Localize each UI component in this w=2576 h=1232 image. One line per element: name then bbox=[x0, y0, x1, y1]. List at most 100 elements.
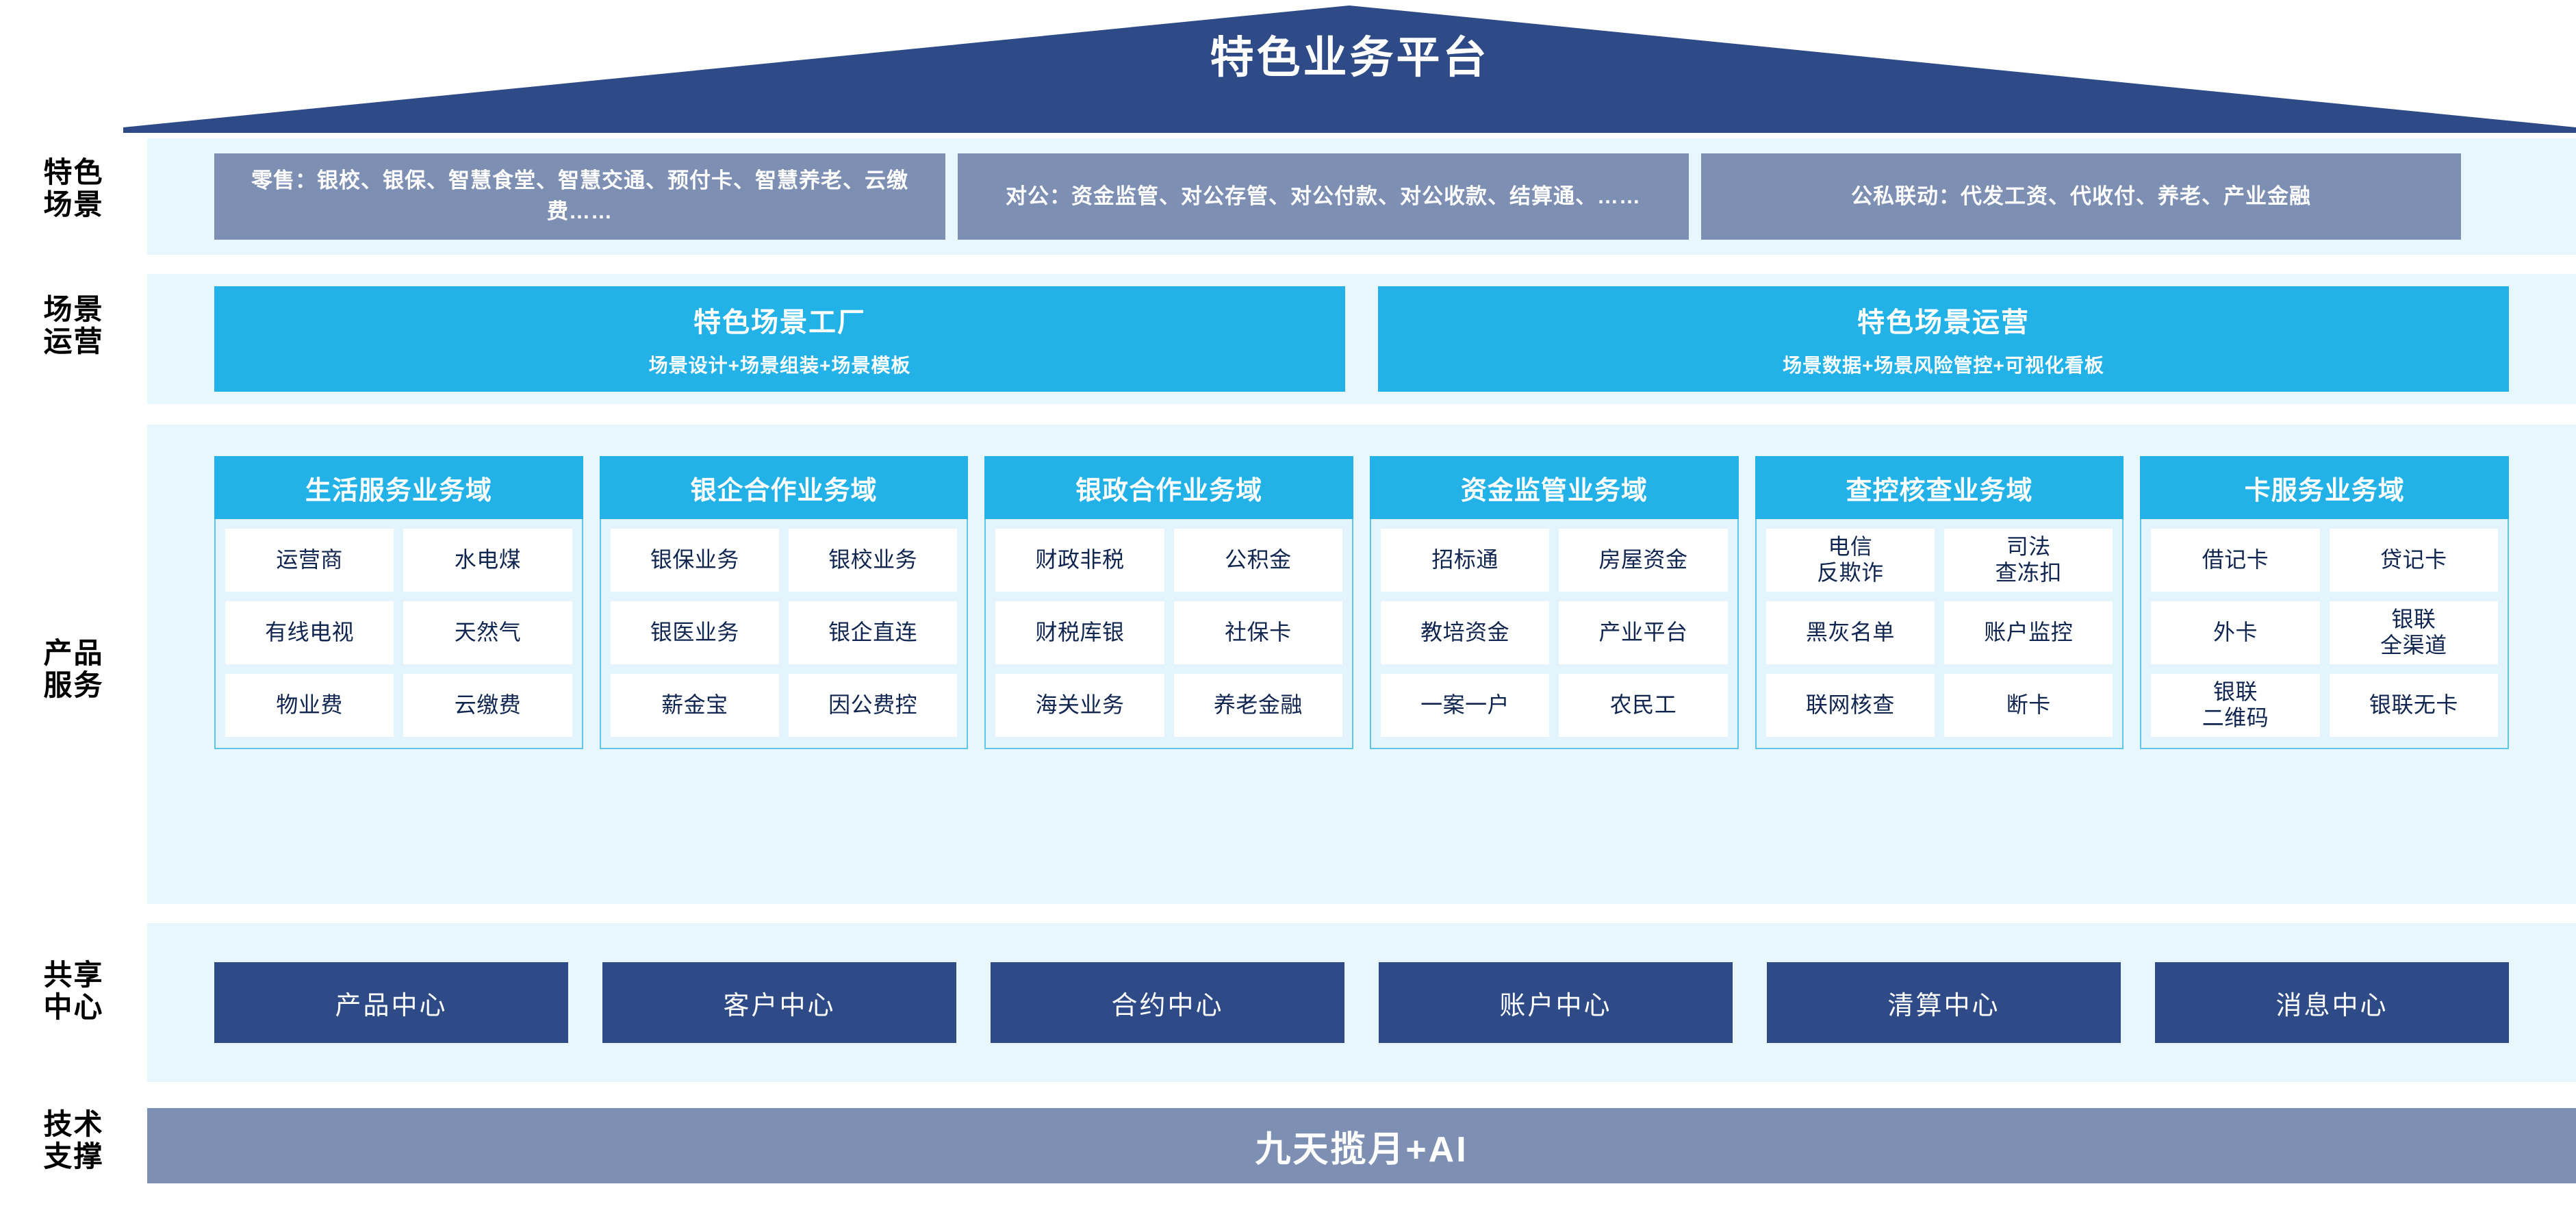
product-row: 银保业务 银校业务 bbox=[610, 529, 958, 592]
product-row: 有线电视 天然气 bbox=[225, 601, 572, 664]
product-row: 一案一户 农民工 bbox=[1381, 674, 1728, 737]
product-cell[interactable]: 账户监控 bbox=[1944, 601, 2113, 664]
product-cell[interactable]: 银联 全渠道 bbox=[2329, 601, 2499, 664]
ops-subtitle-scene-operation: 场景数据+场景风险管控+可视化看板 bbox=[1783, 355, 2104, 376]
product-cell[interactable]: 产业平台 bbox=[1559, 601, 1728, 664]
shared-center-contract[interactable]: 合约中心 bbox=[991, 962, 1344, 1043]
product-cell[interactable]: 外卡 bbox=[2151, 601, 2320, 664]
domain-title-life-service[interactable]: 生活服务业务域 bbox=[214, 456, 583, 519]
product-cell[interactable]: 贷记卡 bbox=[2329, 529, 2499, 592]
product-row: 财政非税 公积金 bbox=[995, 529, 1343, 592]
product-row: 运营商 水电煤 bbox=[225, 529, 572, 592]
shared-center-product[interactable]: 产品中心 bbox=[214, 962, 568, 1043]
row-label-shared-center: 共享 中心 bbox=[43, 959, 104, 1024]
product-cell[interactable]: 教培资金 bbox=[1381, 601, 1550, 664]
domain-column-bank-government: 银政合作业务域 财政非税 公积金 财税库银 社保卡 海关业务 养老金融 bbox=[984, 456, 1354, 749]
scene-box-retail[interactable]: 零售：银校、银保、智慧食堂、智慧交通、预付卡、智慧养老、云缴费…… bbox=[214, 153, 945, 240]
scene-box-joint[interactable]: 公私联动：代发工资、代收付、养老、产业金融 bbox=[1701, 153, 2461, 240]
product-cell[interactable]: 银联无卡 bbox=[2329, 674, 2499, 737]
ops-box-scene-operation[interactable]: 特色场景运营 场景数据+场景风险管控+可视化看板 bbox=[1378, 286, 2509, 392]
product-cell[interactable]: 公积金 bbox=[1173, 529, 1343, 592]
shared-center-message[interactable]: 消息中心 bbox=[2155, 962, 2509, 1043]
shared-center-account[interactable]: 账户中心 bbox=[1379, 962, 1733, 1043]
product-row: 联网核查 断卡 bbox=[1765, 674, 2113, 737]
product-row: 黑灰名单 账户监控 bbox=[1765, 601, 2113, 664]
ops-title-scene-factory: 特色场景工厂 bbox=[693, 307, 866, 338]
domain-body-investigation: 电信 反欺诈 司法 查冻扣 黑灰名单 账户监控 联网核查 断卡 bbox=[1755, 519, 2124, 749]
product-cell[interactable]: 农民工 bbox=[1559, 674, 1728, 737]
row-label-product-service: 产品 服务 bbox=[43, 637, 104, 702]
domain-body-bank-enterprise: 银保业务 银校业务 银医业务 银企直连 薪金宝 因公费控 bbox=[599, 519, 969, 749]
product-cell[interactable]: 一案一户 bbox=[1381, 674, 1550, 737]
shared-center-row-band: 产品中心 客户中心 合约中心 账户中心 清算中心 消息中心 bbox=[147, 923, 2576, 1082]
product-cell[interactable]: 因公费控 bbox=[789, 674, 958, 737]
product-cell[interactable]: 黑灰名单 bbox=[1765, 601, 1935, 664]
ops-box-scene-factory[interactable]: 特色场景工厂 场景设计+场景组装+场景模板 bbox=[214, 286, 1345, 392]
page-title: 特色业务平台 bbox=[1210, 33, 1490, 82]
domain-column-fund-supervision: 资金监管业务域 招标通 房屋资金 教培资金 产业平台 一案一户 农民工 bbox=[1370, 456, 1739, 749]
product-row: 银医业务 银企直连 bbox=[610, 601, 958, 664]
row-label-scene: 特色 场景 bbox=[43, 156, 104, 221]
ops-subtitle-scene-factory: 场景设计+场景组装+场景模板 bbox=[648, 355, 911, 376]
scene-box-corporate[interactable]: 对公：资金监管、对公存管、对公付款、对公收款、结算通、…… bbox=[958, 153, 1689, 240]
domain-title-card-service[interactable]: 卡服务业务域 bbox=[2140, 456, 2510, 519]
product-cell[interactable]: 天然气 bbox=[403, 601, 572, 664]
domain-body-life-service: 运营商 水电煤 有线电视 天然气 物业费 云缴费 bbox=[214, 519, 583, 749]
product-cell[interactable]: 银联 二维码 bbox=[2151, 674, 2320, 737]
domain-title-investigation[interactable]: 查控核查业务域 bbox=[1755, 456, 2124, 519]
product-cell[interactable]: 电信 反欺诈 bbox=[1765, 529, 1935, 592]
domain-body-fund-supervision: 招标通 房屋资金 教培资金 产业平台 一案一户 农民工 bbox=[1370, 519, 1739, 749]
domain-title-bank-enterprise[interactable]: 银企合作业务域 bbox=[599, 456, 969, 519]
product-cell[interactable]: 银校业务 bbox=[789, 529, 958, 592]
product-cell[interactable]: 有线电视 bbox=[225, 601, 394, 664]
product-cell[interactable]: 财税库银 bbox=[995, 601, 1164, 664]
product-row: 银联 二维码 银联无卡 bbox=[2151, 674, 2499, 737]
product-cell[interactable]: 银医业务 bbox=[610, 601, 780, 664]
product-cell[interactable]: 司法 查冻扣 bbox=[1944, 529, 2113, 592]
shared-center-clearing[interactable]: 清算中心 bbox=[1767, 962, 2121, 1043]
operations-row-band: 特色场景工厂 场景设计+场景组装+场景模板 特色场景运营 场景数据+场景风险管控… bbox=[147, 274, 2576, 404]
product-cell[interactable]: 银保业务 bbox=[610, 529, 780, 592]
row-label-operations: 场景 运营 bbox=[43, 293, 104, 358]
product-cell[interactable]: 运营商 bbox=[225, 529, 394, 592]
product-cell[interactable]: 联网核查 bbox=[1765, 674, 1935, 737]
product-cell[interactable]: 云缴费 bbox=[403, 674, 572, 737]
domain-body-bank-government: 财政非税 公积金 财税库银 社保卡 海关业务 养老金融 bbox=[984, 519, 1354, 749]
product-row: 教培资金 产业平台 bbox=[1381, 601, 1728, 664]
product-cell[interactable]: 养老金融 bbox=[1173, 674, 1343, 737]
shared-center-customer[interactable]: 客户中心 bbox=[602, 962, 956, 1043]
domain-column-investigation: 查控核查业务域 电信 反欺诈 司法 查冻扣 黑灰名单 账户监控 联网核查 断卡 bbox=[1755, 456, 2124, 749]
product-row: 海关业务 养老金融 bbox=[995, 674, 1343, 737]
ops-title-scene-operation: 特色场景运营 bbox=[1857, 307, 2030, 338]
domain-column-bank-enterprise: 银企合作业务域 银保业务 银校业务 银医业务 银企直连 薪金宝 因公费控 bbox=[599, 456, 969, 749]
product-cell[interactable]: 银企直连 bbox=[789, 601, 958, 664]
product-cell[interactable]: 水电煤 bbox=[403, 529, 572, 592]
product-cell[interactable]: 财政非税 bbox=[995, 529, 1164, 592]
domain-body-card-service: 借记卡 贷记卡 外卡 银联 全渠道 银联 二维码 银联无卡 bbox=[2140, 519, 2510, 749]
product-cell[interactable]: 薪金宝 bbox=[610, 674, 780, 737]
scene-row-band: 零售：银校、银保、智慧食堂、智慧交通、预付卡、智慧养老、云缴费…… 对公：资金监… bbox=[147, 138, 2576, 255]
product-cell[interactable]: 物业费 bbox=[225, 674, 394, 737]
product-service-row-band: 生活服务业务域 运营商 水电煤 有线电视 天然气 物业费 云缴费 银企合作业务域 bbox=[147, 425, 2576, 904]
tech-support-bar[interactable]: 九天揽月+AI bbox=[147, 1108, 2576, 1183]
product-row: 财税库银 社保卡 bbox=[995, 601, 1343, 664]
product-cell[interactable]: 招标通 bbox=[1381, 529, 1550, 592]
product-cell[interactable]: 借记卡 bbox=[2151, 529, 2320, 592]
product-cell[interactable]: 社保卡 bbox=[1173, 601, 1343, 664]
domain-column-card-service: 卡服务业务域 借记卡 贷记卡 外卡 银联 全渠道 银联 二维码 银联无卡 bbox=[2140, 456, 2510, 749]
roof-shape bbox=[123, 5, 2576, 133]
product-row: 薪金宝 因公费控 bbox=[610, 674, 958, 737]
domain-column-life-service: 生活服务业务域 运营商 水电煤 有线电视 天然气 物业费 云缴费 bbox=[214, 456, 583, 749]
domain-title-fund-supervision[interactable]: 资金监管业务域 bbox=[1370, 456, 1739, 519]
product-cell[interactable]: 房屋资金 bbox=[1559, 529, 1728, 592]
product-cell[interactable]: 海关业务 bbox=[995, 674, 1164, 737]
row-label-tech-support: 技术 支撑 bbox=[43, 1108, 104, 1173]
product-row: 电信 反欺诈 司法 查冻扣 bbox=[1765, 529, 2113, 592]
product-row: 物业费 云缴费 bbox=[225, 674, 572, 737]
product-cell[interactable]: 断卡 bbox=[1944, 674, 2113, 737]
platform-roof: 特色业务平台 bbox=[123, 3, 2576, 133]
product-row: 外卡 银联 全渠道 bbox=[2151, 601, 2499, 664]
product-row: 借记卡 贷记卡 bbox=[2151, 529, 2499, 592]
domain-title-bank-government[interactable]: 银政合作业务域 bbox=[984, 456, 1354, 519]
product-row: 招标通 房屋资金 bbox=[1381, 529, 1728, 592]
